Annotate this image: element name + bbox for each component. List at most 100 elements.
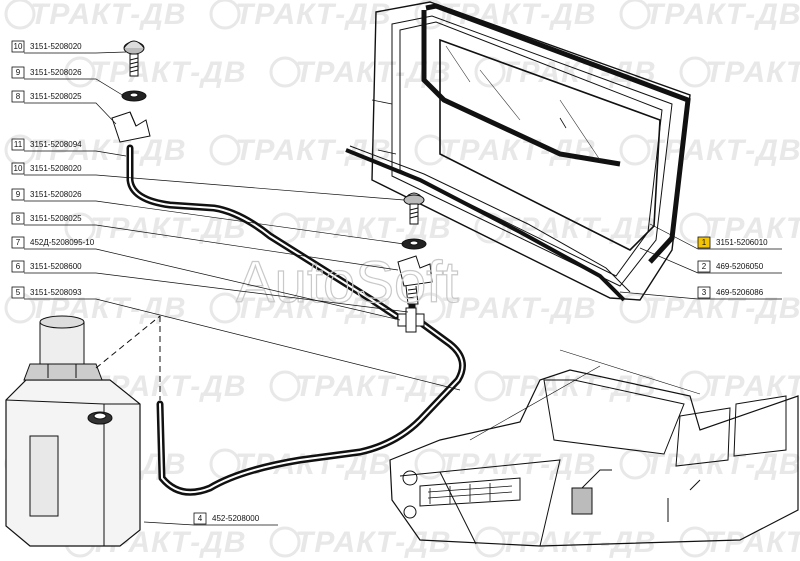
callout-leader [639, 247, 782, 274]
callout-number-box [193, 512, 207, 525]
callout-part-number: 3151-5208026 [30, 190, 82, 199]
watermark-text: ТРАКТ-ДВ [90, 56, 247, 89]
watermark-text: ТРАКТ-ДВ [440, 292, 597, 325]
callout-part-number: 469-5206086 [716, 288, 764, 297]
callout-part-number: 3151-5208094 [30, 140, 82, 149]
callout-number-box [11, 66, 25, 79]
watermark-tile: ТРАКТ-ДВ [474, 526, 657, 559]
watermark-tile: ТРАКТ-ДВ [269, 212, 451, 245]
callout-number: 5 [16, 288, 21, 297]
watermark-tile: ТРАКТ-ДВ [679, 526, 800, 559]
watermark-tile: ТРАКТ-ДВ [679, 212, 800, 245]
watermark-text: ТРАКТ-ДВ [500, 370, 657, 403]
callout-number: 10 [14, 42, 23, 51]
callout-number-box [11, 212, 25, 225]
callout-leader [24, 51, 127, 54]
watermark-text: ТРАКТ-ДВ [705, 56, 800, 89]
callout-number: 9 [16, 190, 21, 199]
callout-part-number: 469-5206050 [716, 262, 764, 271]
watermark-tile: ТРАКТ-ДВ [679, 56, 800, 89]
callout-part-number: 452Д-5208095-10 [30, 238, 95, 247]
washer-lower [401, 238, 427, 250]
callout-number: 4 [198, 514, 203, 523]
callout-part-number: 3151-5208093 [30, 288, 82, 297]
callout-number-box [11, 236, 25, 249]
watermark-tile: ТРАКТ-ДВ [414, 448, 596, 481]
callout-leader [143, 521, 278, 526]
watermark-text: ТРАКТ-ДВ [705, 212, 800, 245]
nozzle-upper [123, 40, 145, 77]
watermark-tile: ТРАКТ-ДВ [619, 0, 800, 31]
watermark-layer: ТРАКТ-ДВ ТРАКТ-ДВ ТРАКТ-ДВ ТРАКТ-ДВ ТРАКТ-ДВ… [4, 0, 800, 559]
autosoft-overlay: AutoSoft [236, 250, 458, 315]
callout-number: 9 [16, 68, 21, 77]
callout-leader [649, 223, 782, 250]
watermark-text: ТРАКТ-ДВ [500, 526, 657, 559]
callout-leader [24, 272, 409, 313]
tee-connector [397, 307, 425, 333]
callout-number: 7 [16, 238, 21, 247]
watermark-text: ТРАКТ-ДВ [645, 0, 800, 31]
watermark-tile: ТРАКТ-ДВ [209, 292, 391, 325]
callout-leader [619, 291, 782, 300]
watermark-text: ТРАКТ-ДВ [500, 212, 657, 245]
watermark-tile: ТРАКТ-ДВ [619, 134, 800, 167]
callout-leader [24, 224, 399, 271]
callout-number: 3 [702, 288, 707, 297]
callout-number-box [11, 188, 25, 201]
watermark-text: ТРАКТ-ДВ [295, 370, 452, 403]
watermark-tile: ТРАКТ-ДВ [64, 212, 247, 245]
callout-number: 2 [702, 262, 707, 271]
watermark-text: ТРАКТ-ДВ [645, 134, 800, 167]
watermark-tile: ТРАКТ-ДВ [4, 0, 186, 31]
callout-11: 11 3151-5208094 [11, 138, 127, 157]
callout-leader [24, 150, 127, 157]
callout-number-box [697, 260, 711, 273]
washer-reservoir [5, 315, 161, 547]
callout-number: 10 [14, 164, 23, 173]
watermark-tile: ТРАКТ-ДВ [619, 292, 800, 325]
callout-number: 11 [14, 140, 23, 149]
callout-part-number: 3151-5208025 [30, 214, 82, 223]
callout-9: 9 3151-5208026 [11, 188, 405, 245]
callout-number-box [697, 286, 711, 299]
watermark-tile: ТРАКТ-ДВ [209, 0, 392, 31]
callout-leader [24, 78, 125, 97]
watermark-tile: ТРАКТ-ДВ [414, 134, 596, 167]
callout-number-box [11, 138, 25, 151]
watermark-tile: ТРАКТ-ДВ [269, 370, 452, 403]
watermark-tile: ТРАКТ-ДВ [679, 370, 800, 403]
watermark-tile: ТРАКТ-ДВ [269, 526, 451, 559]
callout-part-number: 3151-5206010 [716, 238, 768, 247]
watermark-tile: ТРАКТ-ДВ [4, 134, 186, 167]
clip-lower [397, 255, 433, 305]
callout-4: 4 452-5208000 [143, 512, 278, 526]
washer-upper [121, 90, 147, 102]
callout-leader [24, 248, 401, 321]
callout-part-number: 452-5208000 [212, 514, 260, 523]
callout-number-box [697, 236, 711, 249]
callout-2: 2 469-5206050 [639, 247, 782, 274]
callout-leader [24, 102, 117, 125]
windshield-frame [345, 1, 691, 302]
clip-upper [111, 111, 151, 143]
callout-number-box [11, 40, 25, 53]
callout-7: 7 452Д-5208095-10 [11, 236, 401, 321]
watermark-tile: ТРАКТ-ДВ [619, 448, 800, 481]
watermark-text: ТРАКТ-ДВ [90, 212, 247, 245]
watermark-tile: ТРАКТ-ДВ [64, 56, 247, 89]
callout-leader [24, 200, 405, 245]
watermark-text: ТРАКТ-ДВ [705, 370, 800, 403]
callout-part-number: 3151-5208600 [30, 262, 82, 271]
callout-leader [24, 174, 405, 201]
callout-leader [24, 298, 461, 391]
watermark-text: ТРАКТ-ДВ [235, 0, 392, 31]
callout-number-box [11, 90, 25, 103]
vehicle-inset [389, 349, 799, 547]
callout-number: 8 [16, 214, 21, 223]
